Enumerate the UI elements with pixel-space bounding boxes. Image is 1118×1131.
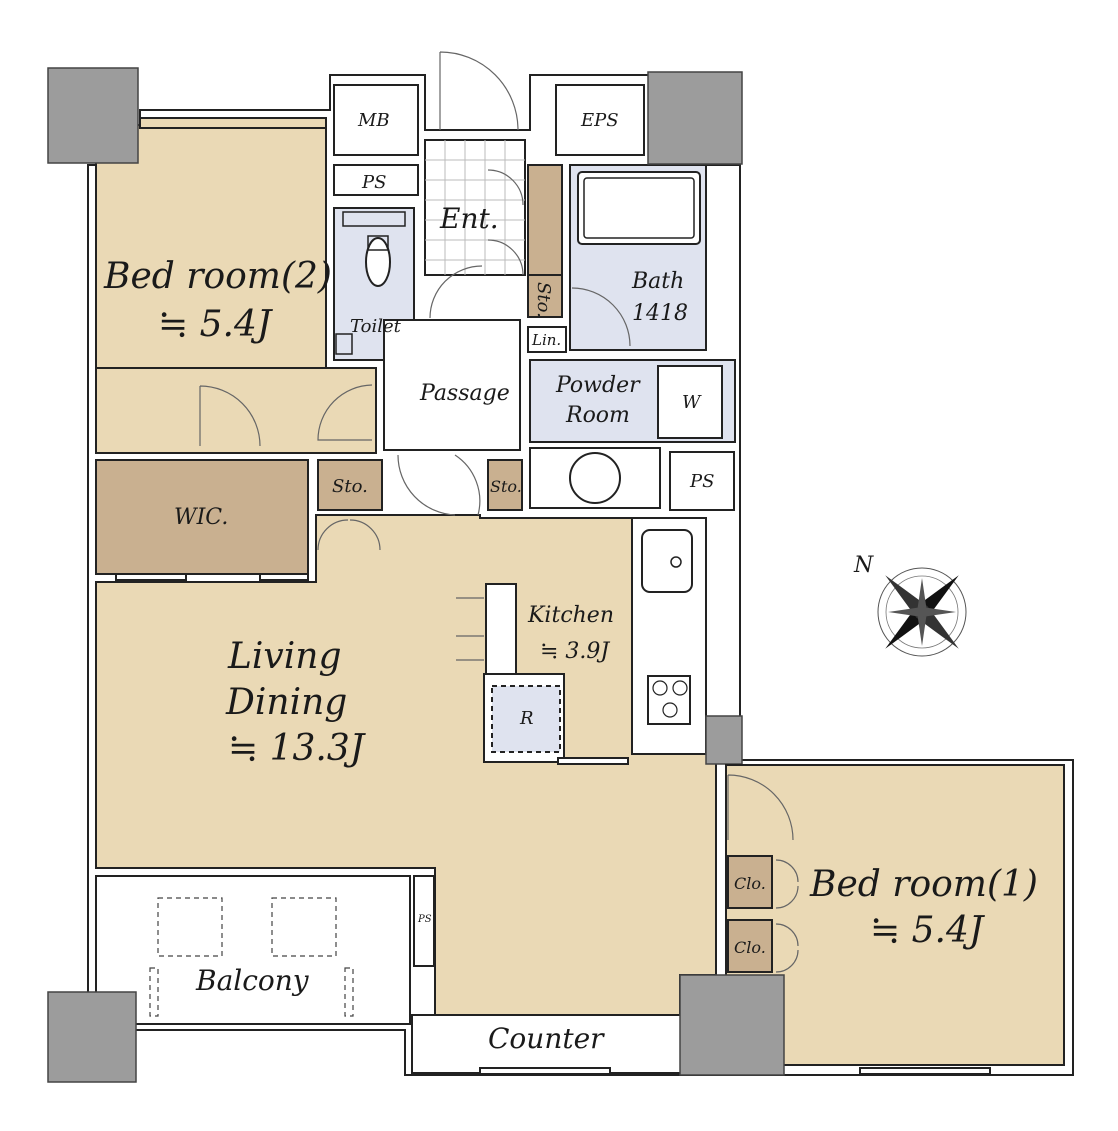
toilet-label: Toilet	[350, 316, 402, 337]
closet-1	[727, 855, 773, 909]
balcony	[95, 875, 411, 1025]
living-line2: Dining	[225, 682, 347, 723]
sto-mid	[487, 459, 523, 511]
bathtub-icon	[577, 171, 701, 245]
balcony-rail-l	[149, 967, 159, 1017]
ps-right-box	[669, 451, 735, 511]
column-top-left	[47, 67, 139, 164]
burner-icons	[652, 680, 688, 718]
eps-label: EPS	[580, 110, 619, 131]
kitchen-window	[557, 757, 629, 765]
ps-small-label: PS	[417, 914, 432, 925]
compass-rose-icon	[877, 567, 967, 657]
closet-2	[727, 919, 773, 973]
bedroom1-size: ≒ 5.4J	[870, 910, 986, 951]
washer-label: W	[682, 392, 702, 413]
entrance	[424, 139, 526, 276]
bedroom1-name: Bed room(1)	[809, 864, 1038, 905]
toilet-bowl-icon	[365, 237, 391, 287]
sto-left	[317, 459, 383, 511]
bath-door	[571, 287, 631, 347]
sto-left-door	[317, 519, 381, 551]
fridge-label: R	[519, 708, 534, 729]
sto-vertical-lower	[527, 274, 563, 318]
bedroom-2-alcove	[139, 117, 327, 129]
entrance-tiles	[425, 140, 525, 275]
kitchen-sink-icon	[641, 529, 693, 593]
wic-label: WIC.	[174, 505, 228, 530]
eps-box	[555, 84, 645, 156]
bedroom2-name: Bed room(2)	[103, 256, 332, 297]
sto-left-label: Sto.	[332, 476, 368, 497]
mb-box	[333, 84, 419, 156]
bedroom1-door	[727, 774, 794, 841]
ps-top-box	[333, 164, 419, 196]
passage	[383, 319, 521, 451]
ps-small-box	[413, 875, 435, 967]
balcony-label: Balcony	[195, 964, 310, 997]
kitchen-size: ≒ 3.9J	[540, 639, 610, 664]
closet1-label: Clo.	[734, 874, 766, 893]
bath-size: 1418	[632, 301, 688, 326]
counter-label: Counter	[488, 1022, 605, 1055]
entry-door	[439, 51, 519, 131]
powder-line1: Powder	[555, 373, 641, 398]
balcony-unit-1	[157, 897, 223, 957]
bedroom2-door	[199, 385, 261, 447]
sto-mid-label: Sto.	[490, 477, 522, 496]
wic	[95, 459, 309, 575]
bedroom-2-ext	[95, 367, 377, 454]
passage-door-top	[429, 265, 483, 319]
closet2-label: Clo.	[734, 938, 766, 957]
kitchen-island	[485, 583, 517, 675]
toilet-door	[317, 384, 373, 441]
closet-doors	[775, 859, 799, 973]
vanity-sink-icon	[569, 452, 621, 504]
column-top-right	[647, 71, 743, 165]
balcony-rail-r	[344, 967, 354, 1017]
bathtub-inner	[583, 177, 695, 239]
fridge-box	[491, 685, 561, 753]
ld-door	[397, 454, 481, 516]
linen-box	[527, 326, 567, 353]
column-bottom-mid	[679, 974, 785, 1076]
living-size: ≒ 13.3J	[228, 728, 367, 769]
toilet-bowl-cap	[367, 235, 389, 251]
toilet-sink	[335, 333, 353, 355]
living-line1: Living	[227, 636, 342, 677]
passage-label: Passage	[419, 381, 510, 406]
ent-inner-door	[487, 169, 524, 276]
compass-north: N	[853, 553, 874, 578]
bath-name: Bath	[631, 269, 684, 294]
cooktop-icon	[647, 675, 691, 725]
island-cabinet	[456, 597, 484, 661]
column-kitchen	[705, 715, 743, 765]
kitchen-name: Kitchen	[527, 603, 614, 628]
entrance-label: Ent.	[439, 202, 499, 235]
column-bottom-left	[47, 991, 137, 1083]
ps-top-label: PS	[361, 172, 386, 193]
washer-box	[657, 365, 723, 439]
linen-label: Lin.	[531, 331, 561, 349]
toilet-tank	[342, 211, 406, 227]
mb-label: MB	[357, 110, 390, 131]
wic-window-2	[259, 573, 309, 581]
sto-vertical-label: Sto.	[533, 282, 554, 318]
bedroom1-window	[859, 1067, 991, 1075]
ps-right-label: PS	[689, 471, 714, 492]
powder-line2: Room	[565, 403, 630, 428]
kitchen-drain	[670, 556, 682, 568]
wic-window	[115, 573, 187, 581]
balcony-unit-2	[271, 897, 337, 957]
bedroom2-size: ≒ 5.4J	[158, 304, 274, 345]
counter-window	[479, 1067, 611, 1075]
